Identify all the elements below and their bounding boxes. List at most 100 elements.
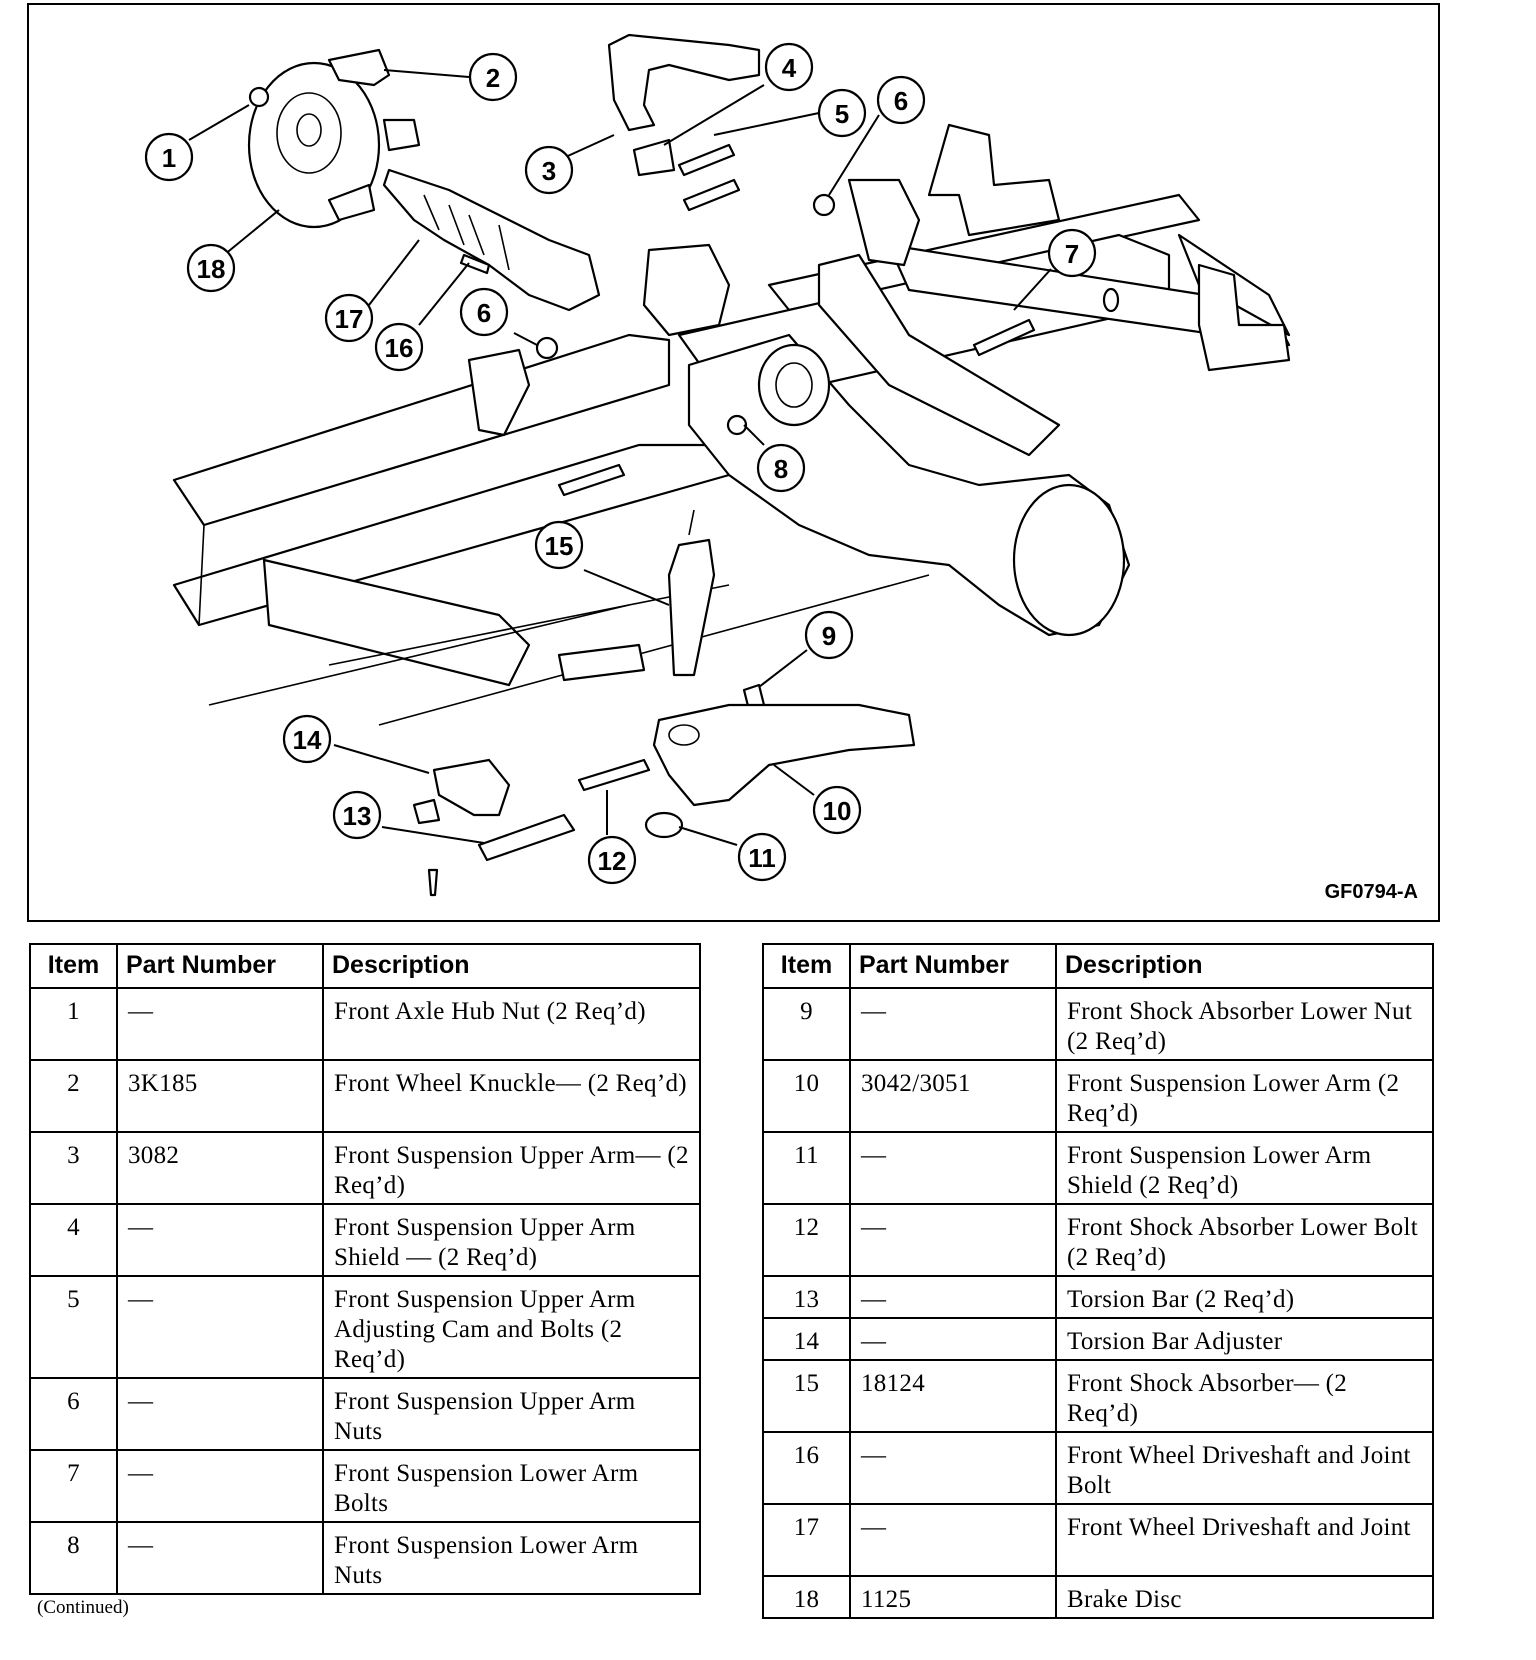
item-cell: 5 [29,1275,118,1379]
callout-2-label: 2 [486,63,500,93]
callout-11: 11 [737,832,787,882]
shock-lower-bolt [577,758,651,792]
description-cell: Front Suspension Upper Arm— (2 Req’d) [322,1131,701,1205]
part-number-cell: — [849,1275,1057,1319]
item-cell: 7 [29,1449,118,1523]
part-number-cell: — [849,1317,1057,1361]
table-row: 13—Torsion Bar (2 Req’d) [762,1275,1434,1319]
table-header-row: Item Part Number Description [762,943,1434,989]
callout-17-label: 17 [335,304,364,334]
table-row: 16—Front Wheel Driveshaft and Joint Bolt [762,1431,1434,1505]
part-number-cell: — [849,1431,1057,1505]
item-cell: 18 [762,1575,851,1619]
callout-2: 2 [468,52,518,102]
description-cell: Front Suspension Lower Arm (2 Req’d) [1055,1059,1434,1133]
description-cell: Front Suspension Lower Arm Nuts [322,1521,701,1595]
table-row: 1—Front Axle Hub Nut (2 Req’d) [29,987,701,1061]
callout-14-label: 14 [293,725,322,755]
part-number-cell: — [849,987,1057,1061]
exploded-view-figure: 1 2 3 4 5 6 6 7 8 9 10 11 12 13 14 15 16… [27,3,1440,922]
brake-disc [247,61,381,229]
description-cell: Front Shock Absorber Lower Bolt (2 Req’d… [1055,1203,1434,1277]
description-cell: Front Wheel Driveshaft and Joint Bolt [1055,1431,1434,1505]
callout-6b-label: 6 [477,298,491,328]
callout-14: 14 [282,714,332,764]
callout-12: 12 [587,835,637,885]
torsion-bar [477,813,576,862]
part-number-cell: 3082 [116,1131,324,1205]
table-header-row: Item Part Number Description [29,943,701,989]
item-cell: 2 [29,1059,118,1133]
header-description: Description [322,943,701,989]
item-cell: 15 [762,1359,851,1433]
upper-arm-shield [632,138,676,177]
description-cell: Front Suspension Upper Arm Adjusting Cam… [322,1275,701,1379]
table-row: 7—Front Suspension Lower Arm Bolts [29,1449,701,1523]
description-cell: Front Axle Hub Nut (2 Req’d) [322,987,701,1061]
item-cell: 12 [762,1203,851,1277]
lower-arm-shield [644,811,684,839]
description-cell: Front Wheel Knuckle— (2 Req’d) [322,1059,701,1133]
description-cell: Torsion Bar (2 Req’d) [1055,1275,1434,1319]
callout-15-label: 15 [545,531,574,561]
lower-arm [652,703,916,807]
part-number-cell: 3K185 [116,1059,324,1133]
table-row: 11—Front Suspension Lower Arm Shield (2 … [762,1131,1434,1205]
callout-6b: 6 [459,287,509,337]
item-cell: 4 [29,1203,118,1277]
part-number-cell: — [849,1203,1057,1277]
header-item: Item [29,943,118,989]
item-cell: 16 [762,1431,851,1505]
callout-5-label: 5 [835,99,849,129]
header-item: Item [762,943,851,989]
callout-13: 13 [332,790,382,840]
part-number-cell: 1125 [849,1575,1057,1619]
callout-16: 16 [374,322,424,372]
callout-4: 4 [764,42,814,92]
item-cell: 17 [762,1503,851,1577]
item-cell: 13 [762,1275,851,1319]
callout-6a-label: 6 [894,86,908,116]
table-row: 12—Front Shock Absorber Lower Bolt (2 Re… [762,1203,1434,1277]
callout-10: 10 [812,785,862,835]
part-number-cell: — [116,1275,324,1379]
description-cell: Front Shock Absorber Lower Nut (2 Req’d) [1055,987,1434,1061]
callout-7-label: 7 [1065,239,1079,269]
frame-drawing [172,123,1291,726]
item-cell: 8 [29,1521,118,1595]
part-number-cell: — [116,1521,324,1595]
item-cell: 9 [762,987,851,1061]
callout-15: 15 [534,520,584,570]
description-cell: Front Shock Absorber— (2 Req’d) [1055,1359,1434,1433]
part-number-cell: — [116,1203,324,1277]
loose-bolt [557,463,626,497]
item-cell: 1 [29,987,118,1061]
callout-3: 3 [524,145,574,195]
part-number-cell: — [849,1503,1057,1577]
torsion-bar-end [557,643,646,682]
suspension-diagram: 1 2 3 4 5 6 6 7 8 9 10 11 12 13 14 15 16… [144,33,1291,897]
washer [1102,287,1120,313]
hub-nut [248,86,270,108]
upper-arm-nut-2 [535,336,559,360]
small-bolt [427,868,439,897]
part-number-cell: 18124 [849,1359,1057,1433]
callout-1-label: 1 [162,143,176,173]
lower-arm-bolt [972,318,1036,357]
table-row: 5—Front Suspension Upper Arm Adjusting C… [29,1275,701,1379]
description-cell: Front Suspension Lower Arm Bolts [322,1449,701,1523]
callout-9: 9 [804,610,854,660]
callout-13-label: 13 [343,801,372,831]
callout-18: 18 [186,243,236,293]
upper-arm-nut [812,193,836,217]
item-cell: 6 [29,1377,118,1451]
callout-6a: 6 [876,75,926,125]
part-number-cell: — [116,1449,324,1523]
table-row: 6—Front Suspension Upper Arm Nuts [29,1377,701,1451]
callout-18-label: 18 [197,254,226,284]
table-row: 9—Front Shock Absorber Lower Nut (2 Req’… [762,987,1434,1061]
callout-3-label: 3 [542,156,556,186]
parts-table-right: Item Part Number Description 9—Front Sho… [762,943,1434,1619]
